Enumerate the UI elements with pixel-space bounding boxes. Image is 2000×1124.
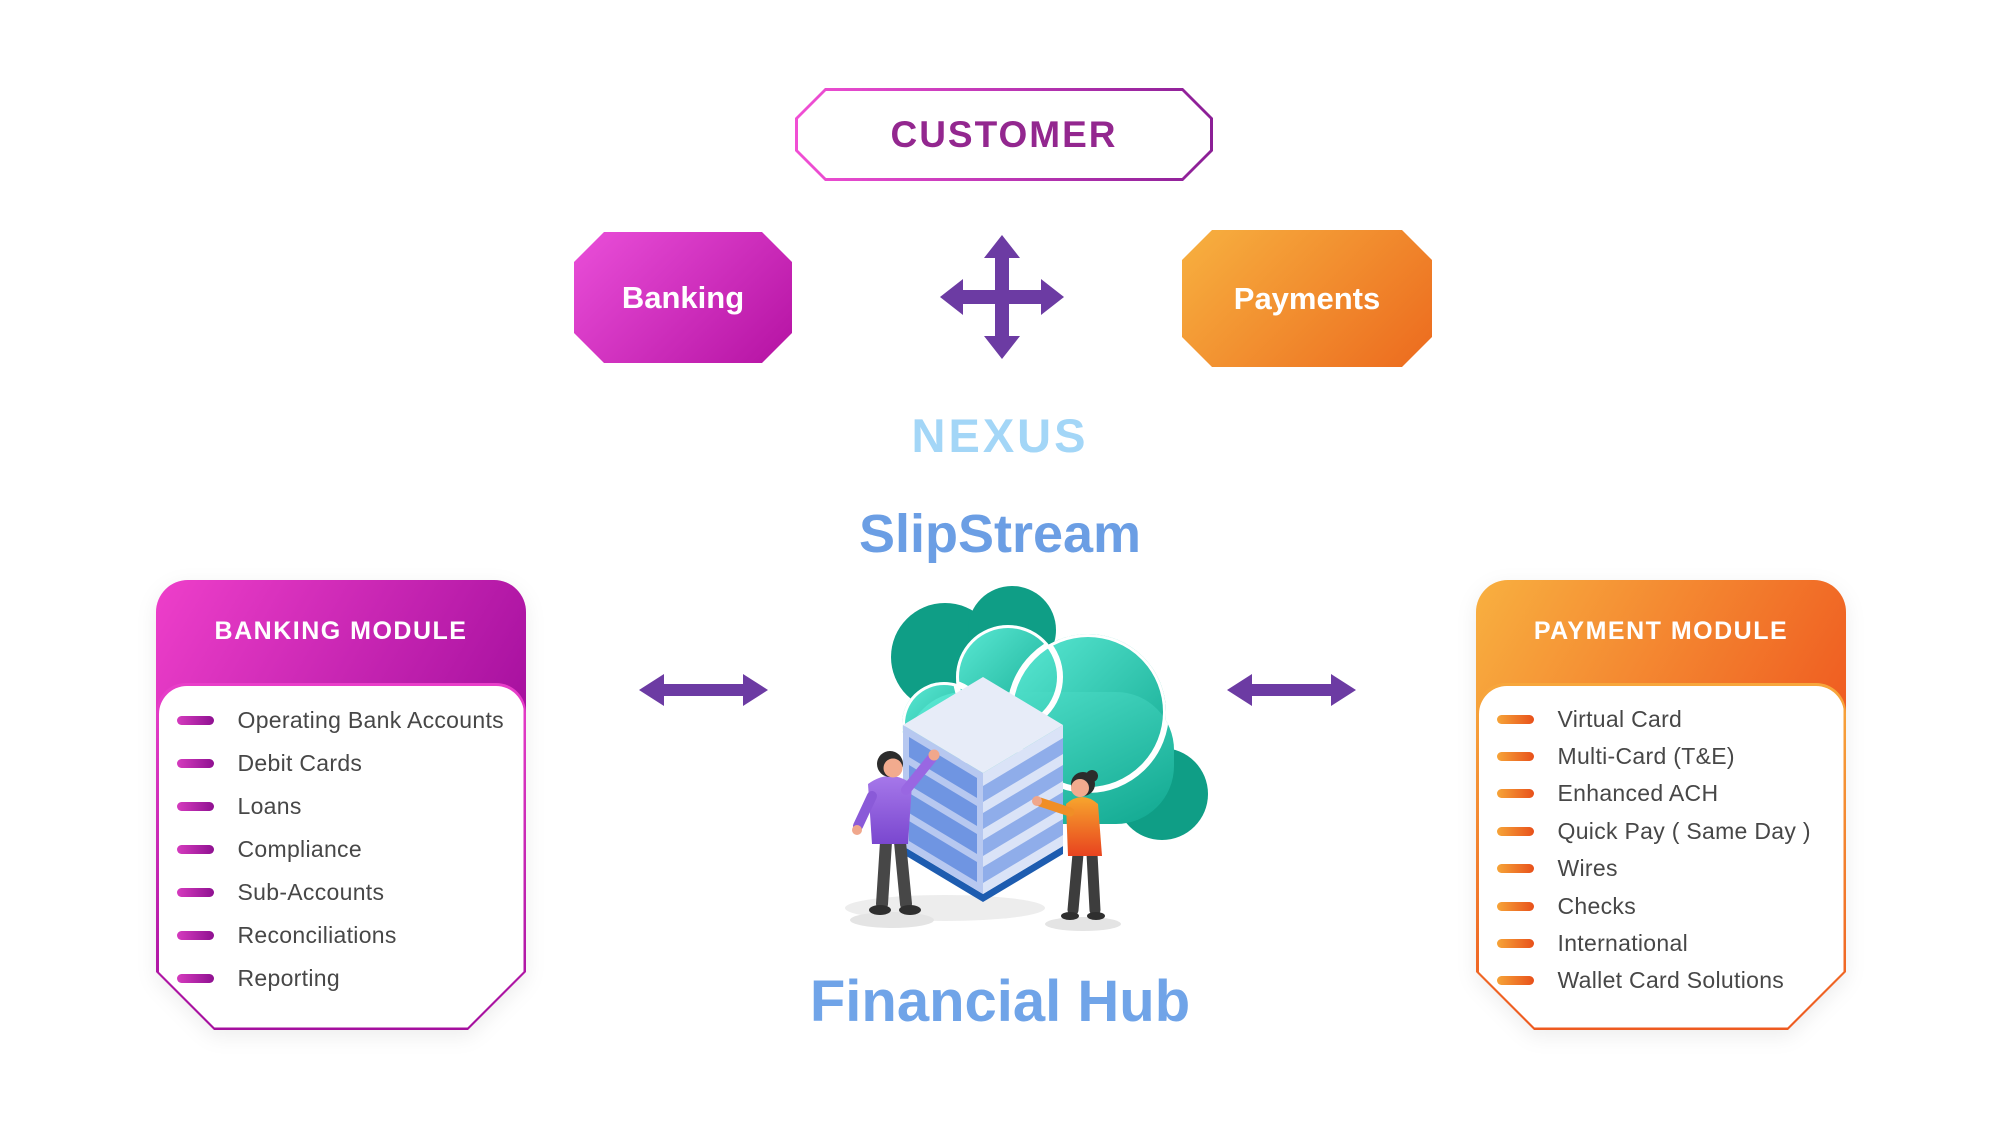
payment-module-list: Virtual Card Multi-Card (T&E) Enhanced A… bbox=[1479, 686, 1844, 1000]
list-item-label: Reconciliations bbox=[237, 921, 397, 948]
double-horizontal-arrow-icon bbox=[639, 674, 768, 706]
dash-bullet-icon bbox=[1497, 827, 1534, 836]
banking-node-label: Banking bbox=[621, 279, 745, 315]
dash-bullet-icon bbox=[1497, 864, 1534, 873]
payments-node-label: Payments bbox=[1233, 280, 1381, 316]
financial-hub-title: Financial Hub bbox=[809, 969, 1191, 1034]
double-horizontal-arrow-icon bbox=[1227, 674, 1356, 706]
banking-module-card: Operating Bank Accounts Debit Cards Loan… bbox=[156, 683, 526, 1030]
list-item-label: Enhanced ACH bbox=[1557, 780, 1719, 807]
dash-bullet-icon bbox=[1497, 715, 1534, 724]
list-item-label: Loans bbox=[237, 792, 302, 819]
payment-module-panel: Virtual Card Multi-Card (T&E) Enhanced A… bbox=[1476, 580, 1846, 1030]
list-item: Quick Pay ( Same Day ) bbox=[1479, 813, 1844, 850]
dash-bullet-icon bbox=[1497, 789, 1534, 798]
banking-module-title: BANKING MODULE bbox=[214, 617, 468, 645]
payment-module-card-body: Virtual Card Multi-Card (T&E) Enhanced A… bbox=[1479, 686, 1844, 1028]
payment-module-title: PAYMENT MODULE bbox=[1533, 617, 1789, 645]
banking-module-card-body: Operating Bank Accounts Debit Cards Loan… bbox=[159, 686, 524, 1028]
list-item-label: Wires bbox=[1557, 855, 1618, 882]
list-item-label: Sub-Accounts bbox=[237, 878, 385, 905]
list-item-label: Compliance bbox=[237, 835, 362, 862]
slipstream-title: SlipStream bbox=[858, 504, 1142, 564]
person-right bbox=[1032, 770, 1105, 920]
list-item: Virtual Card bbox=[1479, 701, 1844, 738]
customer-node: CUSTOMER bbox=[795, 88, 1213, 181]
list-item-label: Reporting bbox=[237, 964, 340, 991]
banking-module-panel: Operating Bank Accounts Debit Cards Loan… bbox=[156, 580, 526, 1030]
list-item-label: Operating Bank Accounts bbox=[237, 706, 504, 733]
customer-label: CUSTOMER bbox=[890, 113, 1118, 155]
dash-bullet-icon bbox=[177, 888, 214, 897]
cloud-server-people-illustration bbox=[845, 586, 1208, 931]
list-item-label: Quick Pay ( Same Day ) bbox=[1557, 817, 1811, 844]
person-left bbox=[852, 749, 940, 915]
four-way-arrow-icon bbox=[940, 235, 1064, 359]
list-item: Operating Bank Accounts bbox=[159, 699, 524, 742]
dash-bullet-icon bbox=[177, 802, 214, 811]
dash-bullet-icon bbox=[177, 716, 214, 725]
nexus-title: NEXUS bbox=[911, 409, 1089, 462]
dash-bullet-icon bbox=[177, 974, 214, 983]
list-item-label: Wallet Card Solutions bbox=[1557, 967, 1785, 994]
person-shadow bbox=[1045, 917, 1121, 931]
dash-bullet-icon bbox=[177, 759, 214, 768]
list-item: Sub-Accounts bbox=[159, 871, 524, 914]
payments-node: Payments bbox=[1182, 230, 1432, 367]
banking-module-list: Operating Bank Accounts Debit Cards Loan… bbox=[159, 686, 524, 1000]
banking-node: Banking bbox=[574, 232, 792, 363]
dash-bullet-icon bbox=[1497, 752, 1534, 761]
dash-bullet-icon bbox=[177, 845, 214, 854]
list-item: Loans bbox=[159, 785, 524, 828]
list-item: Multi-Card (T&E) bbox=[1479, 738, 1844, 775]
dash-bullet-icon bbox=[1497, 939, 1534, 948]
list-item: Compliance bbox=[159, 828, 524, 871]
list-item: Reconciliations bbox=[159, 914, 524, 957]
list-item: Reporting bbox=[159, 957, 524, 1000]
payment-module-card: Virtual Card Multi-Card (T&E) Enhanced A… bbox=[1476, 683, 1846, 1030]
list-item: Enhanced ACH bbox=[1479, 775, 1844, 812]
person-shadow bbox=[850, 912, 934, 928]
list-item-label: International bbox=[1557, 930, 1688, 957]
list-item: Debit Cards bbox=[159, 742, 524, 785]
list-item-label: Checks bbox=[1557, 892, 1636, 919]
customer-node-inner: CUSTOMER bbox=[798, 91, 1210, 178]
list-item: Wires bbox=[1479, 850, 1844, 887]
list-item: Checks bbox=[1479, 887, 1844, 924]
list-item-label: Virtual Card bbox=[1557, 705, 1683, 732]
dash-bullet-icon bbox=[1497, 902, 1534, 911]
list-item: International bbox=[1479, 925, 1844, 962]
dash-bullet-icon bbox=[177, 931, 214, 940]
list-item-label: Debit Cards bbox=[237, 749, 363, 776]
list-item-label: Multi-Card (T&E) bbox=[1557, 743, 1735, 770]
dash-bullet-icon bbox=[1497, 976, 1534, 985]
list-item: Wallet Card Solutions bbox=[1479, 962, 1844, 999]
server-stack bbox=[903, 677, 1063, 902]
